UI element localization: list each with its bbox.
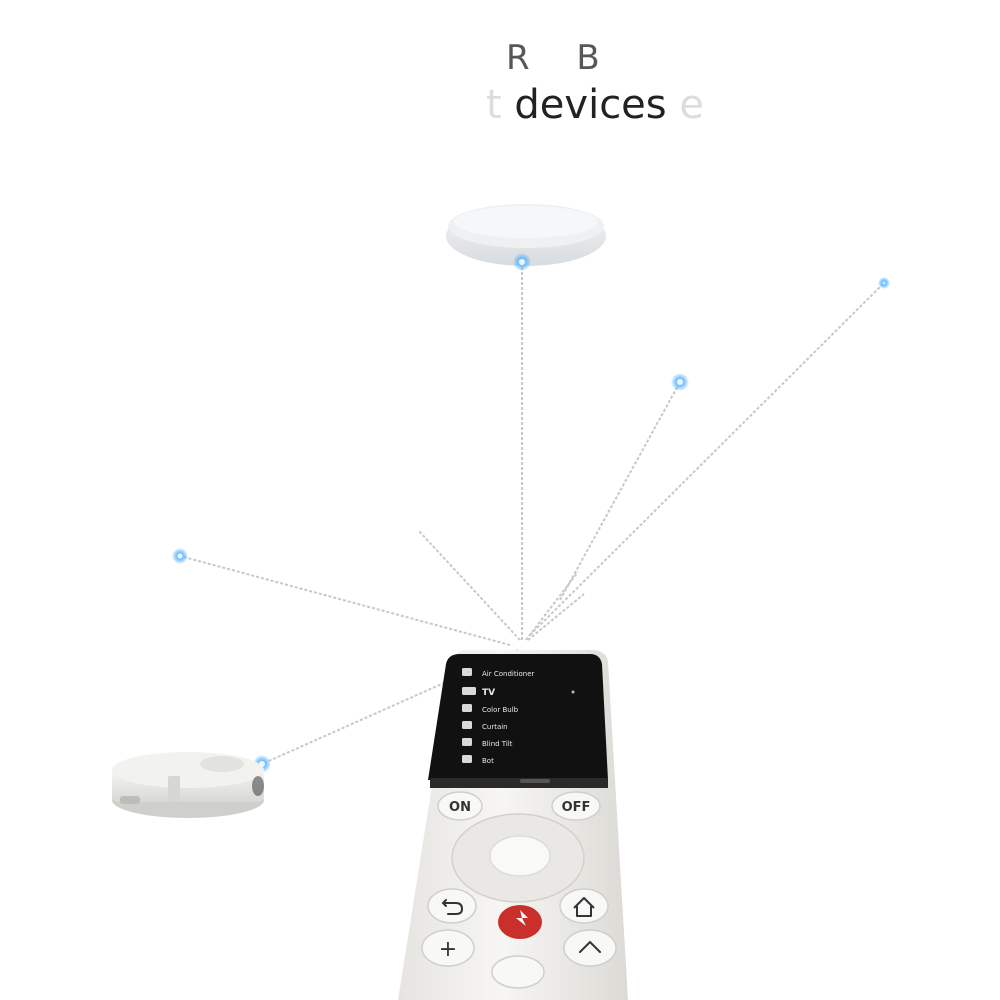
- off-button[interactable]: OFF: [551, 791, 601, 821]
- on-button[interactable]: ON: [437, 791, 483, 821]
- screen-menu-item-label: Blind Tilt: [482, 740, 513, 748]
- blind-icon: [462, 738, 472, 746]
- home-button[interactable]: [559, 888, 609, 924]
- signal-line-right-near: [559, 381, 681, 601]
- screen-menu-item-label: Curtain: [482, 723, 508, 731]
- headline-top: R B: [506, 38, 618, 78]
- signal-line-short-2: [525, 571, 579, 641]
- tv-icon: [462, 687, 476, 695]
- screen-menu-item-label: TV: [482, 688, 495, 698]
- screen-menu-item-label: Air Conditioner: [482, 670, 535, 678]
- screen-menu-item[interactable]: Color Bulb: [462, 704, 519, 714]
- screen-menu-item[interactable]: Blind Tilt: [462, 738, 513, 748]
- chevron-up-icon: [579, 940, 601, 953]
- node-right-far: [878, 277, 890, 289]
- power-button[interactable]: [498, 905, 542, 939]
- robot-vacuum-device: [112, 752, 264, 818]
- plus-button-label: +: [439, 937, 457, 962]
- off-button-label: OFF: [562, 800, 591, 815]
- dpad[interactable]: [451, 813, 585, 903]
- signal-line-right-far: [529, 282, 885, 636]
- headline-suffix: e: [679, 82, 704, 128]
- bulb-icon: [462, 704, 472, 712]
- signal-nodes: [172, 253, 890, 773]
- headline-main: t devices e: [486, 82, 946, 128]
- curtain-icon: [462, 721, 472, 729]
- home-icon: [573, 897, 595, 917]
- bot-icon: [462, 755, 472, 763]
- screen-menu-item[interactable]: Bot: [462, 755, 494, 765]
- back-button[interactable]: [427, 888, 477, 924]
- signal-line-short-3: [527, 593, 585, 641]
- switchbot-logo-icon: [516, 910, 528, 926]
- remote-buttons: ON OFF +: [421, 791, 617, 989]
- signal-line-left: [179, 555, 511, 646]
- dpad-center-button[interactable]: [489, 835, 551, 877]
- headline-devices: devices: [514, 82, 667, 128]
- selected-indicator: [571, 690, 575, 694]
- headline-prefix: t: [486, 82, 502, 128]
- up-button[interactable]: [563, 929, 617, 967]
- screen-menu-item[interactable]: TV: [462, 687, 575, 698]
- screen-menu-item-label: Bot: [482, 757, 494, 765]
- ac-icon: [462, 668, 472, 676]
- ceiling-hub-device: [446, 204, 606, 266]
- lower-center-button[interactable]: [491, 955, 545, 989]
- plus-button[interactable]: +: [421, 929, 475, 967]
- screen-menu-item-label: Color Bulb: [482, 706, 519, 714]
- screen-menu-item[interactable]: Curtain: [462, 721, 508, 731]
- remote-screen: [428, 654, 608, 780]
- on-button-label: ON: [449, 800, 471, 815]
- screen-menu-item[interactable]: Air Conditioner: [462, 668, 535, 678]
- back-arrow-icon: [441, 899, 464, 915]
- signal-line-short-1: [417, 529, 521, 641]
